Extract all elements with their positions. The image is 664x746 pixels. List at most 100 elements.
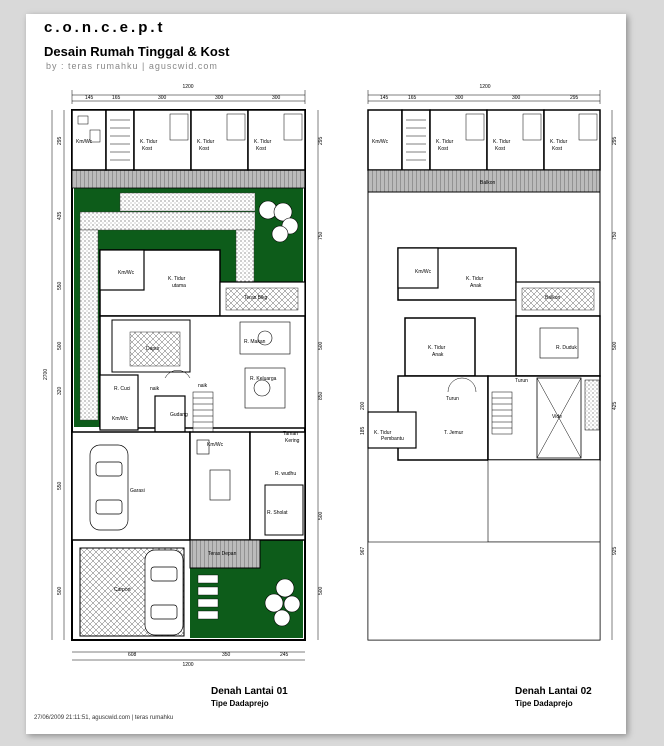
dim-right: 425 [612, 401, 618, 410]
room-label: Vide [552, 414, 562, 420]
dim-right: 295 [318, 136, 324, 145]
dim-left: 967 [360, 546, 366, 555]
floor-1-caption: Denah Lantai 01 [211, 686, 288, 697]
dim-f2-d: 300 [512, 95, 521, 101]
room-label: K. Tidur [466, 276, 484, 282]
room-label: Kost [495, 146, 506, 152]
room-label: Balkon [545, 295, 561, 301]
room-label: K. Tidur [168, 276, 186, 282]
room-label: Km/Wc [118, 270, 135, 276]
room-label: Kost [438, 146, 449, 152]
floor-1-plan [51, 90, 319, 661]
room-label: Teras Blkg [244, 295, 268, 301]
room-label: K. Tidur [254, 139, 272, 145]
byline: by : teras rumahku | aguscwid.com [46, 61, 218, 71]
dim-left: 500 [57, 586, 63, 595]
dim-f1-bottom-c: 245 [280, 652, 289, 658]
subtitle: Desain Rumah Tinggal & Kost [44, 44, 230, 59]
floor-2-plan [367, 90, 613, 641]
room-label: Gudang [170, 412, 188, 418]
dim-f1-bottom-total: 1200 [182, 662, 193, 668]
room-label: Turun [446, 396, 459, 402]
room-label: Balkon [480, 180, 496, 186]
room-label: K. Tidur [374, 430, 392, 436]
dim-left: 500 [57, 341, 63, 350]
dim-f1-width: 1200 [182, 84, 193, 90]
room-label: R. Cuci [114, 386, 130, 392]
room-label: R. Keluarga [250, 376, 277, 382]
dim-left: 550 [57, 281, 63, 290]
room-label: K. Tidur [436, 139, 454, 145]
dim-right: 500 [612, 341, 618, 350]
dim-right: 850 [318, 391, 324, 400]
dim-right: 295 [612, 136, 618, 145]
room-label: K. Tidur [197, 139, 215, 145]
dim-f2-c: 300 [455, 95, 464, 101]
room-label: Km/Wc [415, 269, 432, 275]
room-label: K. Tidur [428, 345, 446, 351]
room-label: Kost [256, 146, 267, 152]
dim-right: 500 [318, 586, 324, 595]
dim-left: 550 [57, 481, 63, 490]
floor-2-type: Tipe Dadaprejo [515, 699, 573, 708]
dim-f1-a: 145 [85, 95, 94, 101]
room-label: Km/Wc [112, 416, 129, 422]
dimension-labels: 1200 145 165 300 300 300 1200 145 165 30… [43, 84, 618, 668]
dim-left: 295 [57, 136, 63, 145]
dim-f1-bottom-a: 608 [128, 652, 137, 658]
title: c.o.n.c.e.p.t [44, 19, 166, 36]
room-label: utama [172, 283, 186, 289]
room-label: Kost [142, 146, 153, 152]
floor-2-caption: Denah Lantai 02 [515, 686, 592, 697]
room-label: Pembantu [381, 436, 404, 442]
room-label: Km/Wc [207, 442, 224, 448]
dim-f2-a: 145 [380, 95, 389, 101]
room-label: naik [150, 386, 160, 392]
room-label: R. wudhu [275, 471, 296, 477]
dim-f1-e: 300 [272, 95, 281, 101]
dim-right: 750 [318, 231, 324, 240]
room-label: naik [198, 383, 208, 389]
room-label: Garasi [130, 488, 145, 494]
room-label: Anak [470, 283, 482, 289]
room-label: Kost [199, 146, 210, 152]
room-label: Carport [114, 587, 131, 593]
dim-f1-c: 300 [158, 95, 167, 101]
room-label: K. Tidur [140, 139, 158, 145]
room-label: Turun [515, 378, 528, 384]
dim-left: 320 [57, 386, 63, 395]
dim-f1-d: 300 [215, 95, 224, 101]
room-label: R. Sholat [267, 510, 288, 516]
dim-f1-bottom-b: 350 [222, 652, 231, 658]
room-label: Anak [432, 352, 444, 358]
room-labels: Km/Wc K. Tidur Kost K. Tidur Kost K. Tid… [76, 139, 577, 593]
room-label: R. Makan [244, 339, 266, 345]
dim-left: 200 [360, 401, 366, 410]
dim-right: 925 [612, 546, 618, 555]
room-label: Dapur [146, 346, 160, 352]
room-label: R. Duduk [556, 345, 577, 351]
dim-f2-b: 165 [408, 95, 417, 101]
dim-right: 750 [612, 231, 618, 240]
room-label: K. Tidur [550, 139, 568, 145]
dim-f2-width: 1200 [479, 84, 490, 90]
floor-1-type: Tipe Dadaprejo [211, 699, 269, 708]
dim-f1-depth: 2700 [43, 369, 49, 380]
room-label: Kost [552, 146, 563, 152]
room-label: Teras Depan [208, 551, 237, 557]
dim-right: 500 [318, 511, 324, 520]
dim-f2-e: 295 [570, 95, 579, 101]
room-label: T. Jemur [444, 430, 464, 436]
room-label: Km/Wc [76, 139, 93, 145]
dim-left: 185 [360, 426, 366, 435]
dim-right: 500 [318, 341, 324, 350]
dim-f1-b: 165 [112, 95, 121, 101]
room-label: Kering [285, 438, 300, 444]
room-label: K. Tidur [493, 139, 511, 145]
dim-left: 435 [57, 211, 63, 220]
room-label: Km/Wc [372, 139, 389, 145]
room-label: Taman [283, 431, 298, 437]
footer-credit: 27/06/2009 21:11:51, aguscwid.com | tera… [34, 715, 174, 721]
